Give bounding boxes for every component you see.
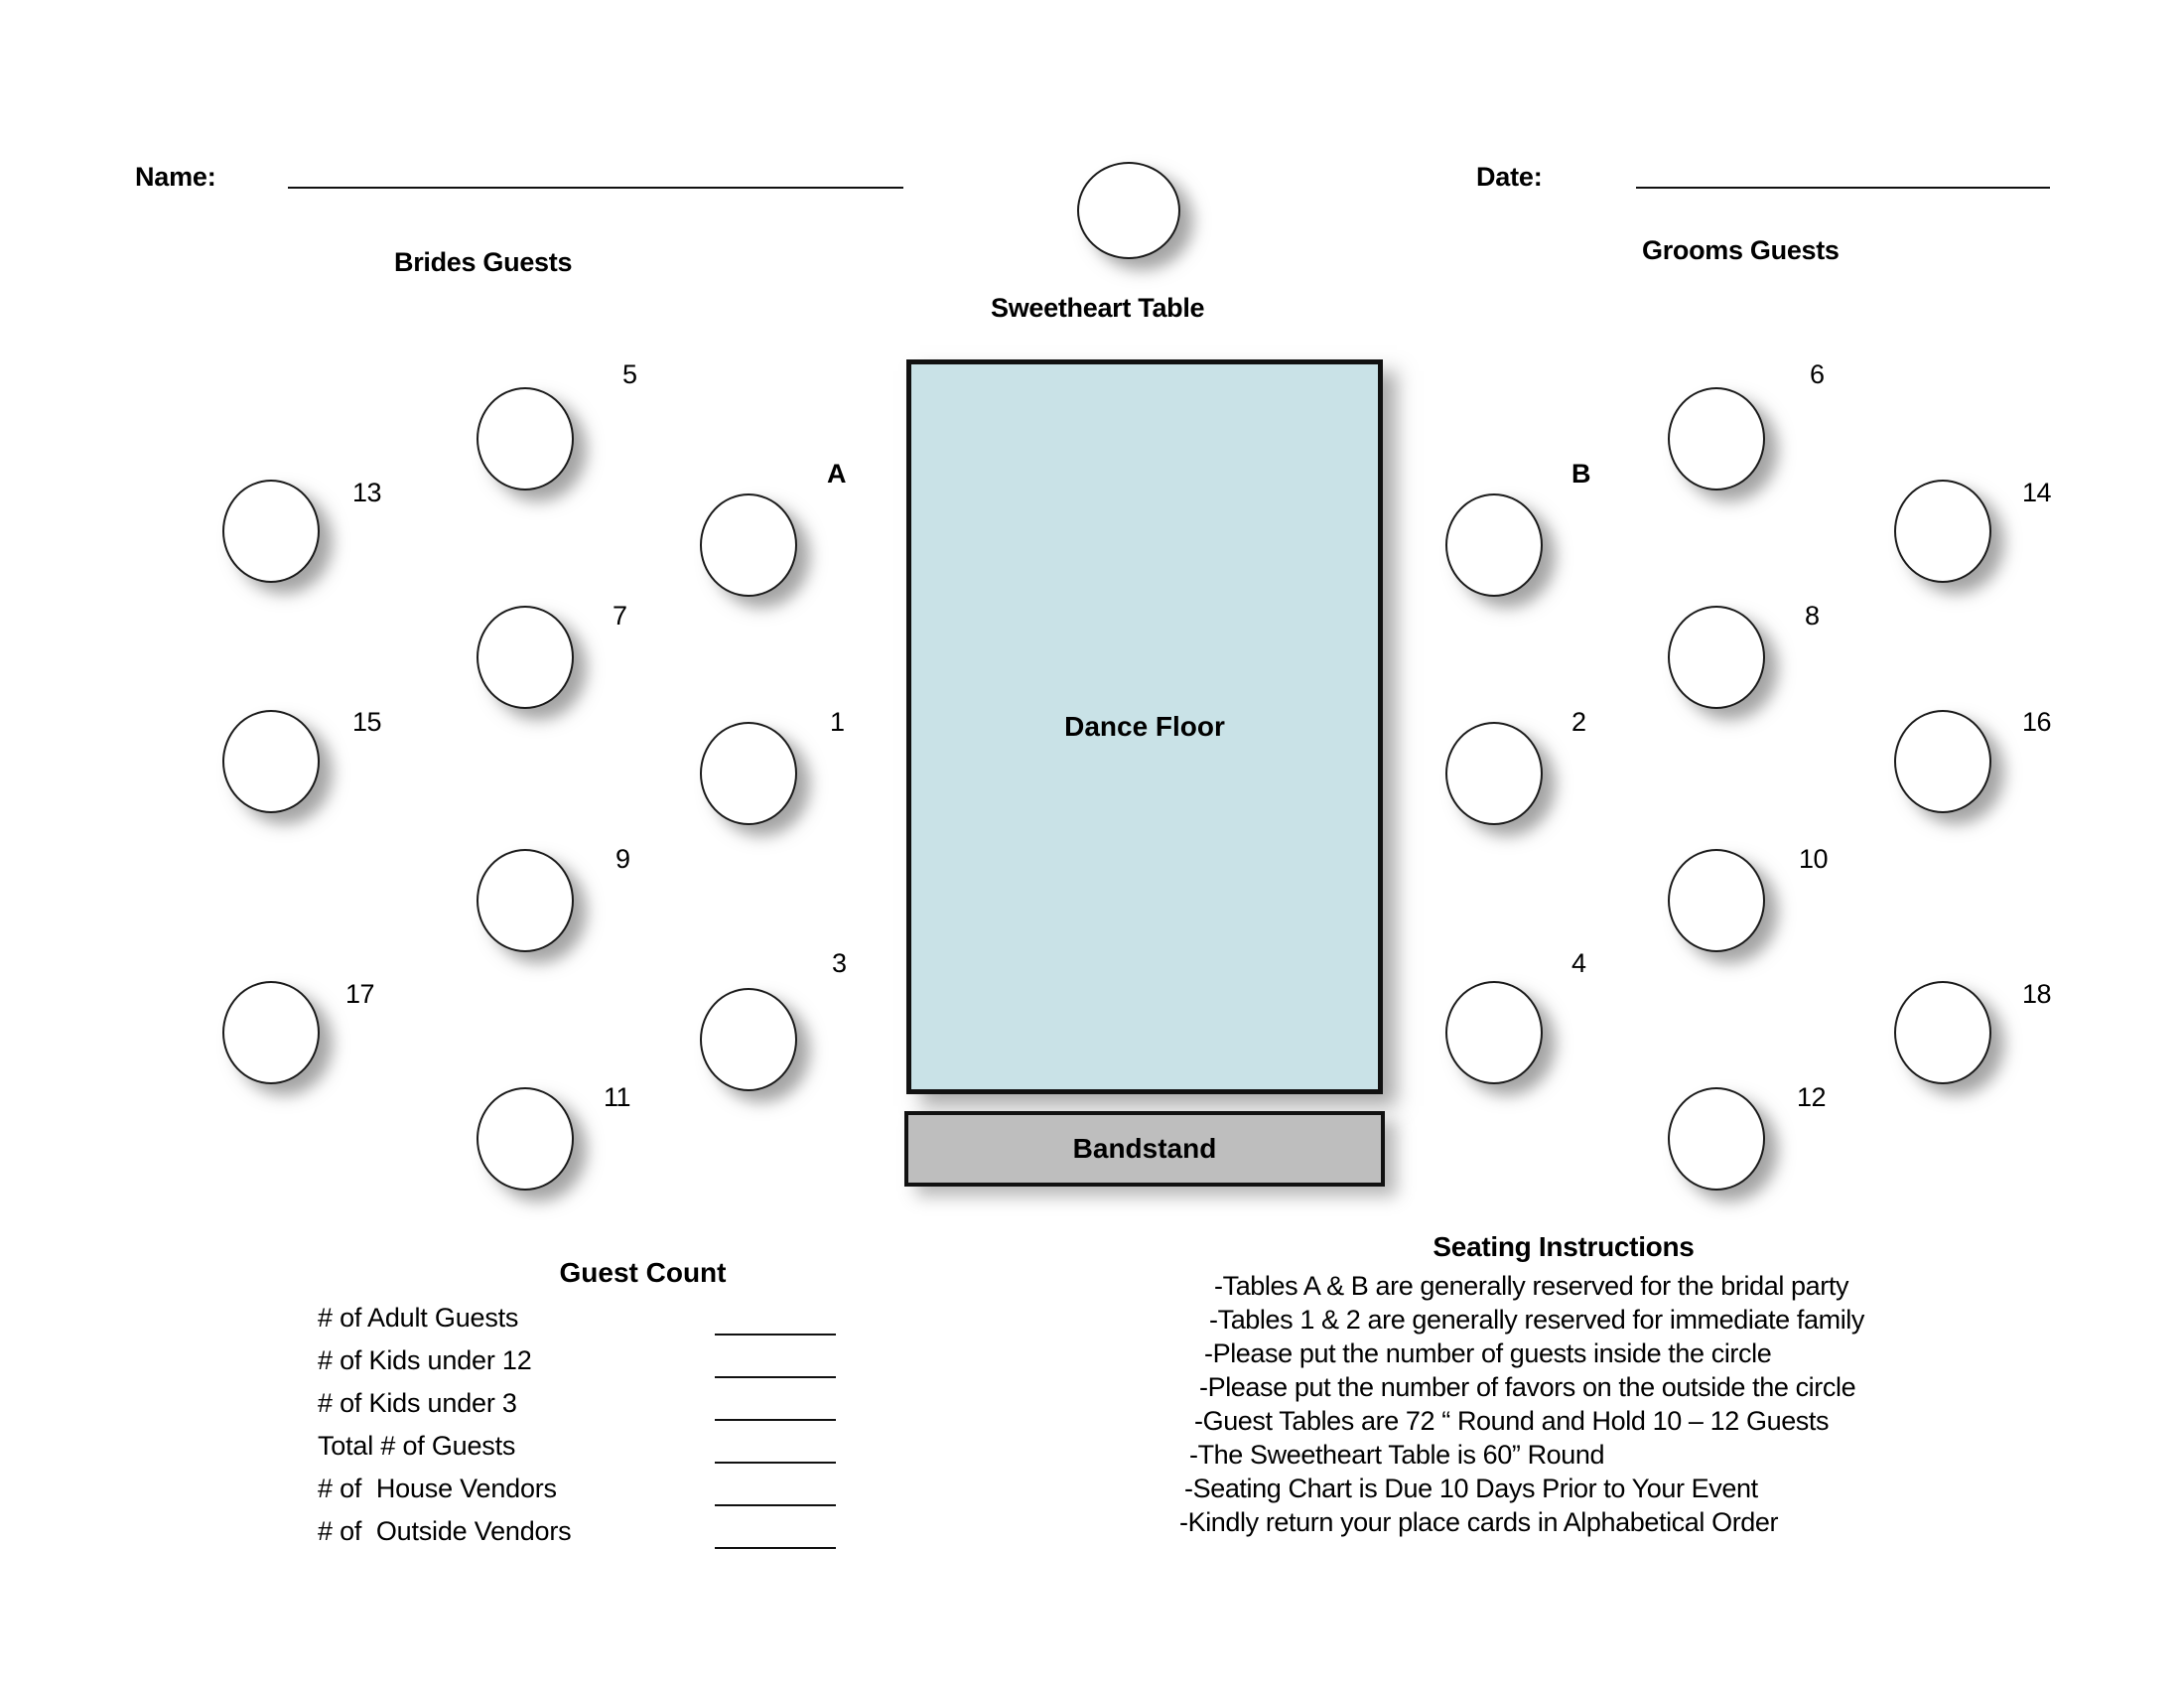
guest-count-label: # of Kids under 3 [318, 1388, 517, 1418]
guest-table-6-number: 6 [1810, 359, 1825, 389]
date-input-rule[interactable] [1636, 187, 2050, 189]
seating-instruction-line: -Tables 1 & 2 are generally reserved for… [1209, 1305, 1864, 1335]
guest-table-6[interactable] [1668, 387, 1765, 491]
guest-table-5[interactable] [477, 387, 574, 491]
guest-table-2[interactable] [1445, 722, 1543, 825]
guest-count-input-rule[interactable] [715, 1376, 836, 1378]
name-field-label: Name: [135, 162, 216, 192]
guest-count-row: # of Outside Vendors [298, 1516, 893, 1559]
guest-table-10-number: 10 [1799, 844, 1829, 874]
guest-table-10[interactable] [1668, 849, 1765, 952]
guest-count-row: # of House Vendors [298, 1474, 893, 1516]
guest-table-11-number: 11 [604, 1082, 631, 1112]
guest-count-label: # of Outside Vendors [318, 1516, 572, 1546]
sweetheart-table-circle[interactable] [1077, 162, 1180, 259]
seating-instruction-line: -Guest Tables are 72 “ Round and Hold 10… [1194, 1406, 1830, 1436]
bandstand-label: Bandstand [1072, 1133, 1217, 1164]
guest-table-11[interactable] [477, 1087, 574, 1191]
guest-table-12[interactable] [1668, 1087, 1765, 1191]
grooms-guests-heading: Grooms Guests [1642, 235, 1840, 265]
seating-instruction-line: -Seating Chart is Due 10 Days Prior to Y… [1184, 1474, 1758, 1503]
guest-count-label: Total # of Guests [318, 1431, 516, 1461]
dance-floor-area[interactable]: Dance Floor [906, 359, 1383, 1094]
guest-count-label: # of Adult Guests [318, 1303, 519, 1333]
guest-table-14-number: 14 [2022, 478, 2052, 507]
guest-table-16[interactable] [1894, 710, 1991, 813]
guest-count-label: # of House Vendors [318, 1474, 557, 1503]
guest-table-14[interactable] [1894, 480, 1991, 583]
seating-instruction-line: -Kindly return your place cards in Alpha… [1179, 1507, 1779, 1537]
guest-table-3[interactable] [700, 988, 797, 1091]
guest-table-1[interactable] [700, 722, 797, 825]
guest-table-7-number: 7 [613, 601, 627, 631]
guest-table-a-letter: A [827, 459, 847, 489]
guest-count-row: Total # of Guests [298, 1431, 893, 1474]
guest-table-a[interactable] [700, 493, 797, 597]
guest-count-input-rule[interactable] [715, 1334, 836, 1336]
guest-table-15[interactable] [222, 710, 320, 813]
dance-floor-label: Dance Floor [1064, 711, 1225, 742]
guest-table-15-number: 15 [352, 707, 382, 737]
brides-guests-heading: Brides Guests [394, 247, 573, 277]
guest-table-13[interactable] [222, 480, 320, 583]
seating-instructions-title: Seating Instructions [1433, 1231, 1695, 1262]
guest-table-18[interactable] [1894, 981, 1991, 1084]
guest-table-18-number: 18 [2022, 979, 2052, 1009]
seating-instruction-line: -Tables A & B are generally reserved for… [1214, 1271, 1849, 1301]
guest-count-label: # of Kids under 12 [318, 1345, 532, 1375]
guest-table-3-number: 3 [832, 948, 847, 978]
guest-table-b-letter: B [1571, 459, 1591, 489]
guest-table-12-number: 12 [1797, 1082, 1827, 1112]
guest-table-1-number: 1 [830, 707, 845, 737]
guest-table-4-number: 4 [1571, 948, 1586, 978]
guest-table-4[interactable] [1445, 981, 1543, 1084]
guest-count-input-rule[interactable] [715, 1547, 836, 1549]
guest-table-17-number: 17 [345, 979, 375, 1009]
guest-count-input-rule[interactable] [715, 1504, 836, 1506]
guest-table-16-number: 16 [2022, 707, 2052, 737]
seating-instruction-line: -The Sweetheart Table is 60” Round [1189, 1440, 1605, 1470]
guest-table-8-number: 8 [1805, 601, 1820, 631]
guest-table-9-number: 9 [615, 844, 630, 874]
guest-table-8[interactable] [1668, 606, 1765, 709]
guest-table-13-number: 13 [352, 478, 382, 507]
sweetheart-table-heading: Sweetheart Table [991, 293, 1205, 323]
guest-count-title: Guest Count [559, 1257, 727, 1288]
guest-table-b[interactable] [1445, 493, 1543, 597]
guest-table-17[interactable] [222, 981, 320, 1084]
guest-table-5-number: 5 [622, 359, 637, 389]
guest-table-7[interactable] [477, 606, 574, 709]
guest-count-input-rule[interactable] [715, 1462, 836, 1464]
guest-count-section: Guest Count # of Adult Guests # of Kids … [298, 1257, 893, 1559]
guest-count-row: # of Kids under 12 [298, 1345, 893, 1388]
bandstand-area[interactable]: Bandstand [904, 1111, 1385, 1187]
guest-count-input-rule[interactable] [715, 1419, 836, 1421]
guest-count-row: # of Adult Guests [298, 1303, 893, 1345]
guest-count-row: # of Kids under 3 [298, 1388, 893, 1431]
guest-table-2-number: 2 [1571, 707, 1586, 737]
seating-instructions-section: Seating Instructions -Tables A & B are g… [1157, 1231, 1971, 1539]
name-input-rule[interactable] [288, 187, 903, 189]
seating-instruction-line: -Please put the number of guests inside … [1204, 1338, 1772, 1368]
date-field-label: Date: [1476, 162, 1543, 192]
seating-instruction-line: -Please put the number of favors on the … [1199, 1372, 1856, 1402]
guest-table-9[interactable] [477, 849, 574, 952]
